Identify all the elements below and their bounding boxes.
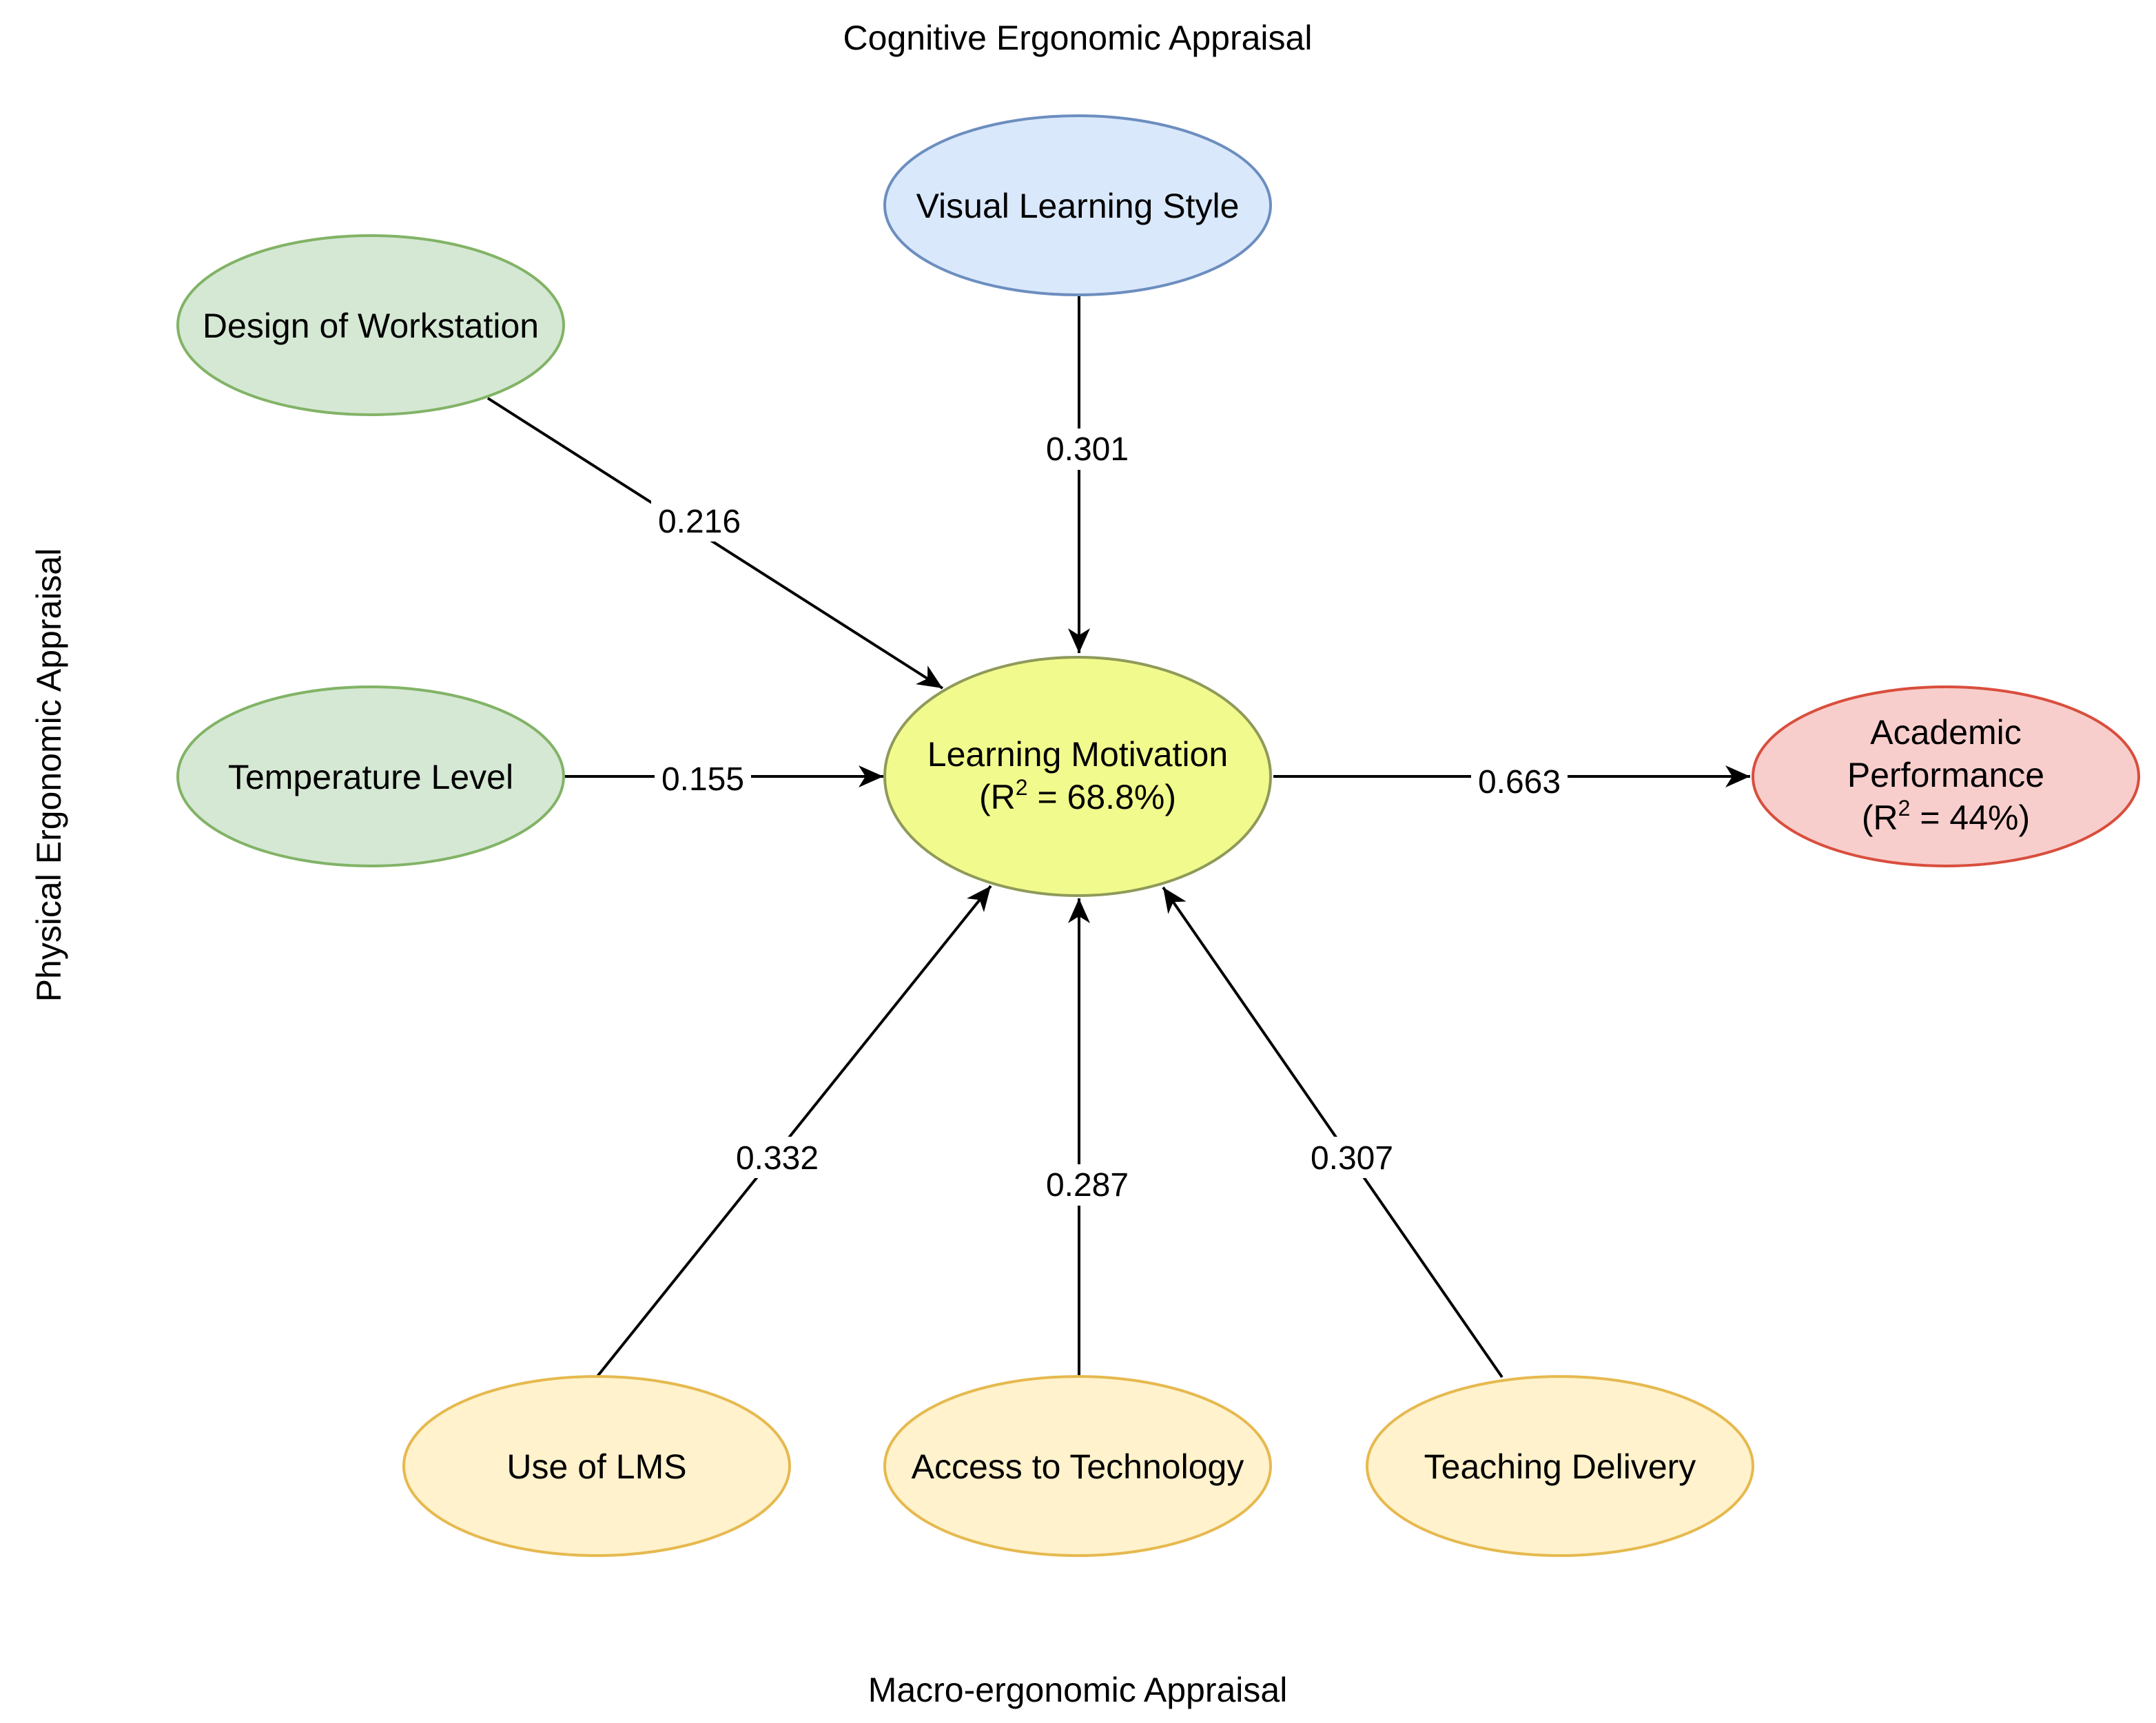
edge-label-temperature: 0.155	[655, 761, 751, 798]
physical-section-title: Physical Ergonomic Appraisal	[30, 548, 68, 1002]
node-teaching-delivery: Teaching Delivery	[1366, 1375, 1754, 1557]
edge-label-visual: 0.301	[1039, 429, 1136, 470]
node-use-of-lms: Use of LMS	[402, 1375, 791, 1557]
edge-label-teaching: 0.307	[1304, 1137, 1400, 1178]
svg-text:0.301: 0.301	[1046, 431, 1129, 468]
svg-text:Access to Technology: Access to Technology	[912, 1447, 1244, 1486]
node-temperature-level: Temperature Level	[176, 685, 565, 867]
node-access-to-technology: Access to Technology	[883, 1375, 1272, 1557]
svg-text:Design of Workstation: Design of Workstation	[203, 307, 539, 345]
edge-design-to-motivation	[486, 397, 944, 690]
svg-text:0.663: 0.663	[1478, 764, 1561, 801]
node-academic-performance: Academic Performance (R2 = 44%)	[1752, 685, 2140, 867]
edge-lms-to-motivation	[595, 885, 992, 1379]
svg-text:Teaching Delivery: Teaching Delivery	[1424, 1447, 1696, 1486]
svg-text:Use of LMS: Use of LMS	[506, 1447, 686, 1486]
node-design-of-workstation: Design of Workstation	[176, 234, 565, 416]
svg-text:0.287: 0.287	[1046, 1167, 1129, 1204]
node-visual-learning-style: Visual Learning Style	[883, 114, 1272, 296]
svg-text:Learning Motivation: Learning Motivation	[927, 735, 1228, 774]
svg-text:0.216: 0.216	[658, 504, 741, 540]
edge-label-lms: 0.332	[729, 1137, 825, 1178]
cognitive-section-title: Cognitive Ergonomic Appraisal	[843, 19, 1313, 57]
node-learning-motivation: Learning Motivation (R2 = 68.8%)	[883, 656, 1272, 897]
svg-text:Visual Learning Style: Visual Learning Style	[916, 187, 1240, 225]
svg-text:Academic: Academic	[1870, 713, 2022, 752]
svg-text:0.332: 0.332	[736, 1140, 819, 1177]
svg-text:Temperature Level: Temperature Level	[228, 758, 513, 796]
edge-teaching-to-motivation	[1162, 886, 1503, 1379]
svg-text:(R2 = 44%): (R2 = 44%)	[1862, 796, 2030, 837]
svg-text:Performance: Performance	[1847, 756, 2044, 794]
svg-text:0.155: 0.155	[661, 761, 744, 798]
macro-section-title: Macro-ergonomic Appraisal	[868, 1671, 1288, 1709]
svg-text:0.307: 0.307	[1311, 1140, 1393, 1177]
edge-label-motivation-performance: 0.663	[1471, 763, 1568, 801]
edge-label-technology: 0.287	[1039, 1164, 1136, 1206]
svg-text:(R2 = 68.8%): (R2 = 68.8%)	[979, 775, 1176, 816]
edge-label-design: 0.216	[651, 500, 748, 541]
